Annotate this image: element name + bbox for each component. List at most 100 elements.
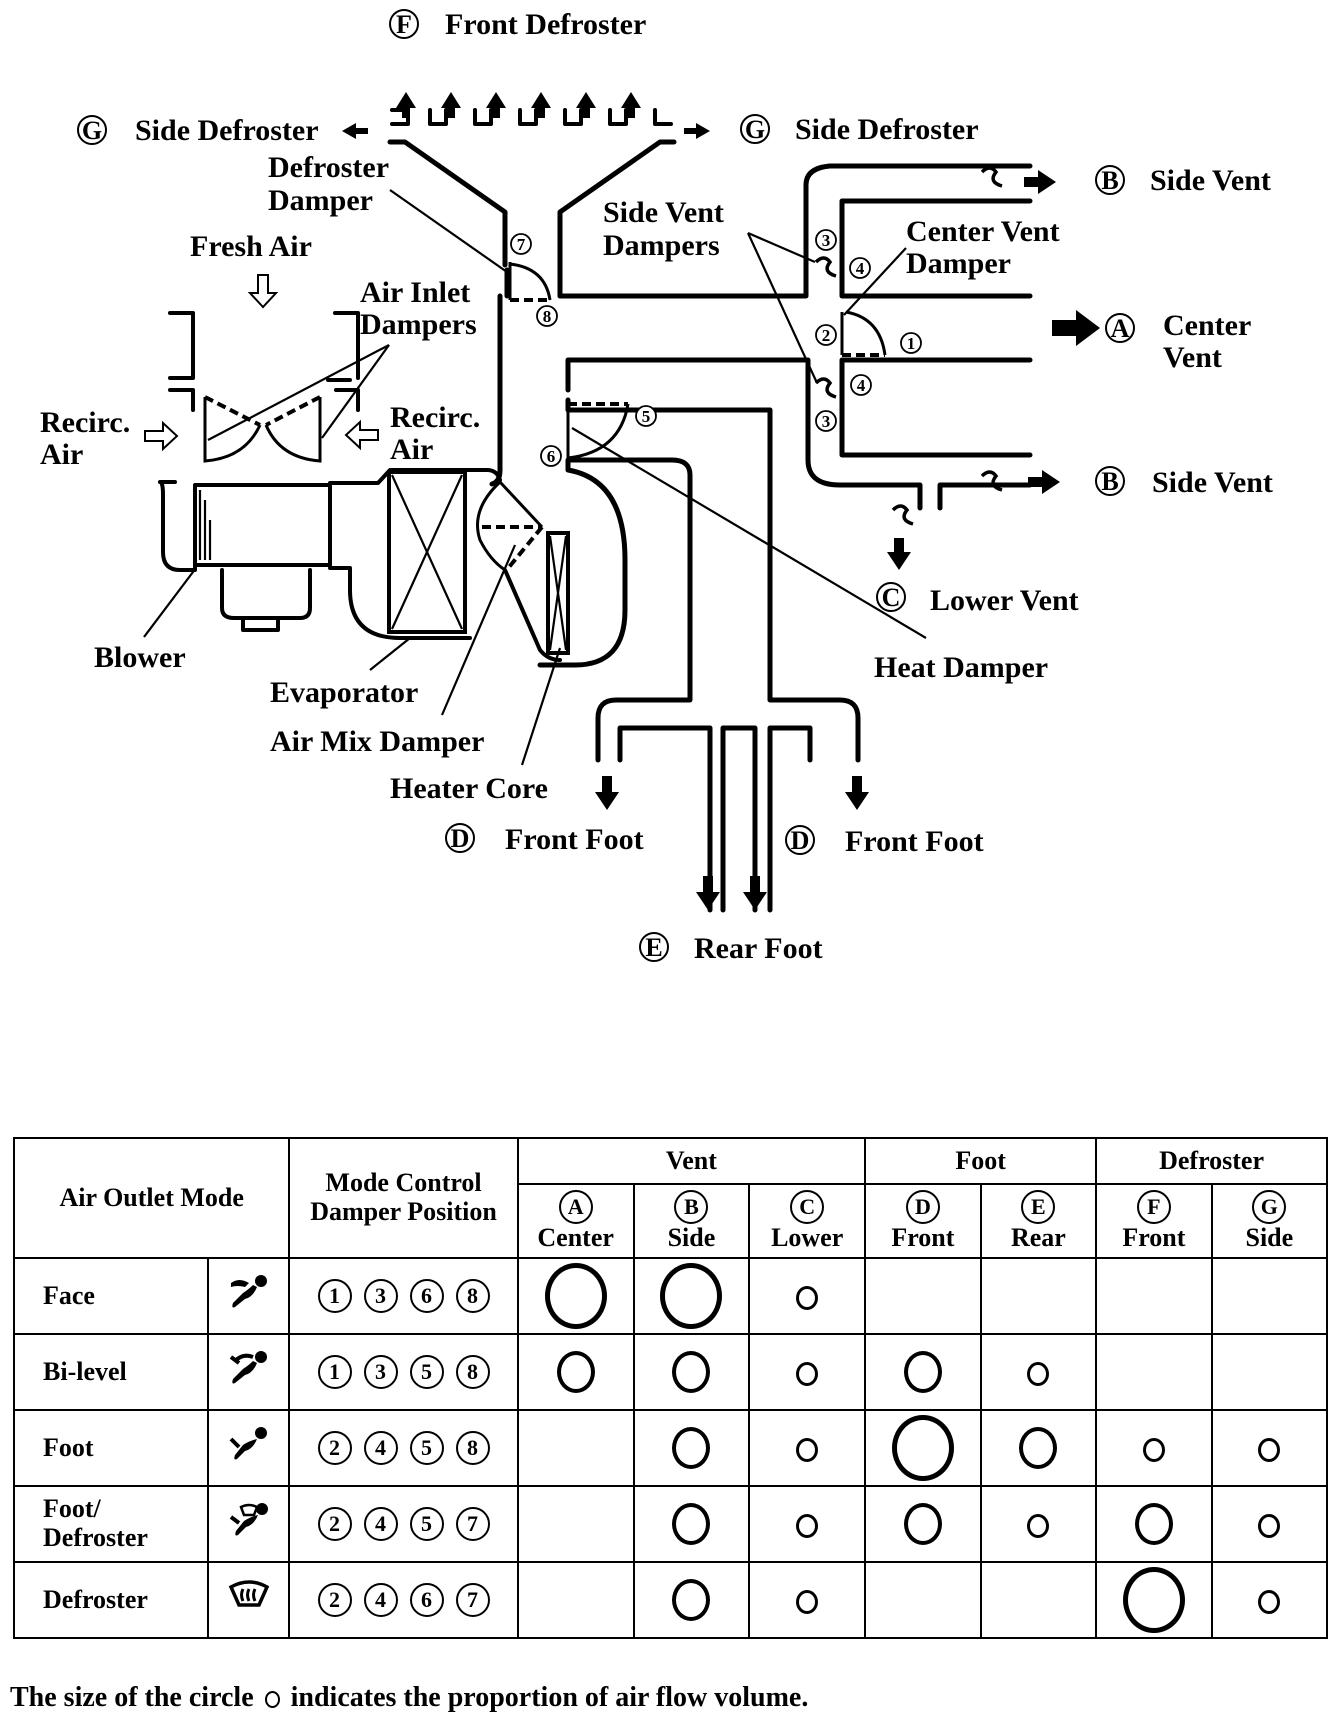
- svg-text:Recirc.: Recirc.: [390, 401, 480, 434]
- damper-position-badge: 2: [317, 1507, 352, 1541]
- air-intake: Fresh Air Air Inlet Dampers Recirc. Air …: [40, 230, 480, 471]
- side-vent-grille-bottom: [980, 470, 1003, 492]
- mode-name: Face: [43, 1280, 95, 1310]
- airflow-volume-circle: [1019, 1427, 1058, 1469]
- svg-text:Blower: Blower: [94, 641, 186, 674]
- svg-text:Center Vent: Center Vent: [906, 215, 1060, 248]
- flow-cell-c: [748, 1333, 867, 1411]
- foot-mode-icon: [207, 1409, 291, 1487]
- svg-text:B: B: [1101, 467, 1118, 496]
- air-outlet-mode-table: Air Outlet Mode Mode Control Damper Posi…: [12, 1137, 1328, 1639]
- outlet-letter-badge: D: [905, 1189, 940, 1224]
- header-air-outlet-mode: Air Outlet Mode: [12, 1137, 291, 1259]
- outlet-label-side-vent-top: B Side Vent: [1095, 164, 1271, 197]
- column-header-label: Lower: [771, 1222, 844, 1252]
- airflow-volume-circle: [1258, 1513, 1281, 1538]
- flow-cell-b: [632, 1561, 751, 1639]
- airflow-volume-circle: [1142, 1437, 1165, 1462]
- svg-text:4: 4: [856, 259, 865, 278]
- svg-text:7: 7: [517, 235, 526, 254]
- airflow-volume-circle: [1258, 1437, 1281, 1462]
- footnote-text-before: The size of the circle: [10, 1682, 254, 1713]
- flow-cell-f: [1095, 1409, 1213, 1487]
- lower-vent-arrow: [887, 538, 911, 570]
- svg-text:Side Vent: Side Vent: [603, 196, 724, 229]
- side-vent-grille-top: [980, 166, 1003, 188]
- svg-text:Dampers: Dampers: [603, 229, 720, 262]
- flow-cell-g: [1210, 1333, 1328, 1411]
- outlet-letter-badge: F: [1136, 1189, 1171, 1224]
- airflow-volume-circle: [672, 1351, 711, 1393]
- airflow-volume-circle: [544, 1263, 607, 1329]
- svg-text:E: E: [645, 933, 662, 962]
- flow-cell-c: [748, 1561, 867, 1639]
- column-header-label: Side: [1245, 1222, 1294, 1252]
- flow-cell-a: [516, 1561, 635, 1639]
- svg-text:Damper: Damper: [268, 184, 373, 217]
- flow-cell-e: [979, 1485, 1098, 1563]
- svg-text:5: 5: [642, 407, 651, 426]
- flow-cell-b: [632, 1333, 751, 1411]
- svg-text:3: 3: [822, 412, 831, 431]
- flow-cell-f: [1095, 1257, 1213, 1335]
- outlet-letter-badge: B: [674, 1189, 709, 1224]
- outlet-letter-badge: C: [790, 1189, 825, 1224]
- air-flow-diagram: F Front Defroster G Side Defroster G Sid…: [40, 8, 1273, 965]
- outlet-letter-badge: A: [558, 1189, 593, 1224]
- mode-name: Foot/: [43, 1494, 101, 1524]
- outlet-letter-badge: E: [1021, 1189, 1056, 1224]
- side-defroster-left-arrow: [342, 123, 368, 139]
- defroster-mode-icon: [207, 1561, 291, 1639]
- svg-text:Fresh Air: Fresh Air: [190, 230, 312, 263]
- header-mode-control: Mode Control Damper Position: [288, 1137, 519, 1259]
- outlet-label-rear-foot: E Rear Foot: [639, 932, 823, 965]
- header-air-outlet-mode-text: Air Outlet Mode: [59, 1182, 244, 1212]
- airflow-volume-circle: [903, 1351, 942, 1393]
- damper-position-badge: 8: [455, 1279, 490, 1313]
- svg-text:G: G: [745, 115, 765, 144]
- front-foot-left-arrow: [595, 776, 619, 810]
- flow-cell-c: [748, 1485, 867, 1563]
- mode-name-cell: Foot/Defroster: [12, 1485, 210, 1563]
- mode-name-cell: Defroster: [12, 1561, 210, 1639]
- svg-text:6: 6: [547, 447, 556, 466]
- flow-cell-f: [1095, 1561, 1213, 1639]
- svg-text:Damper: Damper: [906, 247, 1011, 280]
- front-defroster-arrows: [396, 92, 641, 118]
- center-vent-damper: 2 1 Center Vent Damper: [815, 215, 1060, 357]
- svg-text:Air Mix Damper: Air Mix Damper: [270, 725, 484, 758]
- footnote: The size of the circle indicates the pro…: [10, 1682, 808, 1714]
- flow-cell-e: [979, 1409, 1098, 1487]
- airflow-volume-circle: [903, 1503, 942, 1545]
- flow-cell-e: [979, 1333, 1098, 1411]
- rear-foot-arrow-2: [743, 876, 767, 910]
- airflow-volume-circle: [660, 1263, 723, 1329]
- flow-cell-g: [1210, 1561, 1328, 1639]
- damper-position-badge: 7: [455, 1507, 490, 1541]
- airflow-volume-circle: [796, 1589, 819, 1614]
- airflow-volume-circle: [796, 1513, 819, 1538]
- defroster-duct: [387, 139, 677, 299]
- flow-cell-g: [1210, 1485, 1328, 1563]
- svg-text:2: 2: [822, 326, 831, 345]
- lower-vent-grille: [891, 504, 914, 526]
- airflow-volume-circle: [1122, 1567, 1185, 1633]
- flow-cell-d: [864, 1257, 982, 1335]
- flow-cell-d: [864, 1485, 982, 1563]
- outlet-label-lower-vent: C Lower Vent: [876, 582, 1079, 617]
- rear-foot-arrow-1: [696, 876, 720, 910]
- evaporator: Evaporator: [270, 468, 502, 709]
- mode-name-cell: Bi-level: [12, 1333, 210, 1411]
- svg-text:Front Foot: Front Foot: [505, 823, 644, 856]
- svg-text:F: F: [396, 10, 412, 39]
- mode-name-cell: Foot: [12, 1409, 210, 1487]
- damper-position-badge: 5: [409, 1355, 444, 1389]
- footnote-text-after: indicates the proportion of air flow vol…: [290, 1682, 809, 1713]
- svg-text:Dampers: Dampers: [360, 308, 477, 341]
